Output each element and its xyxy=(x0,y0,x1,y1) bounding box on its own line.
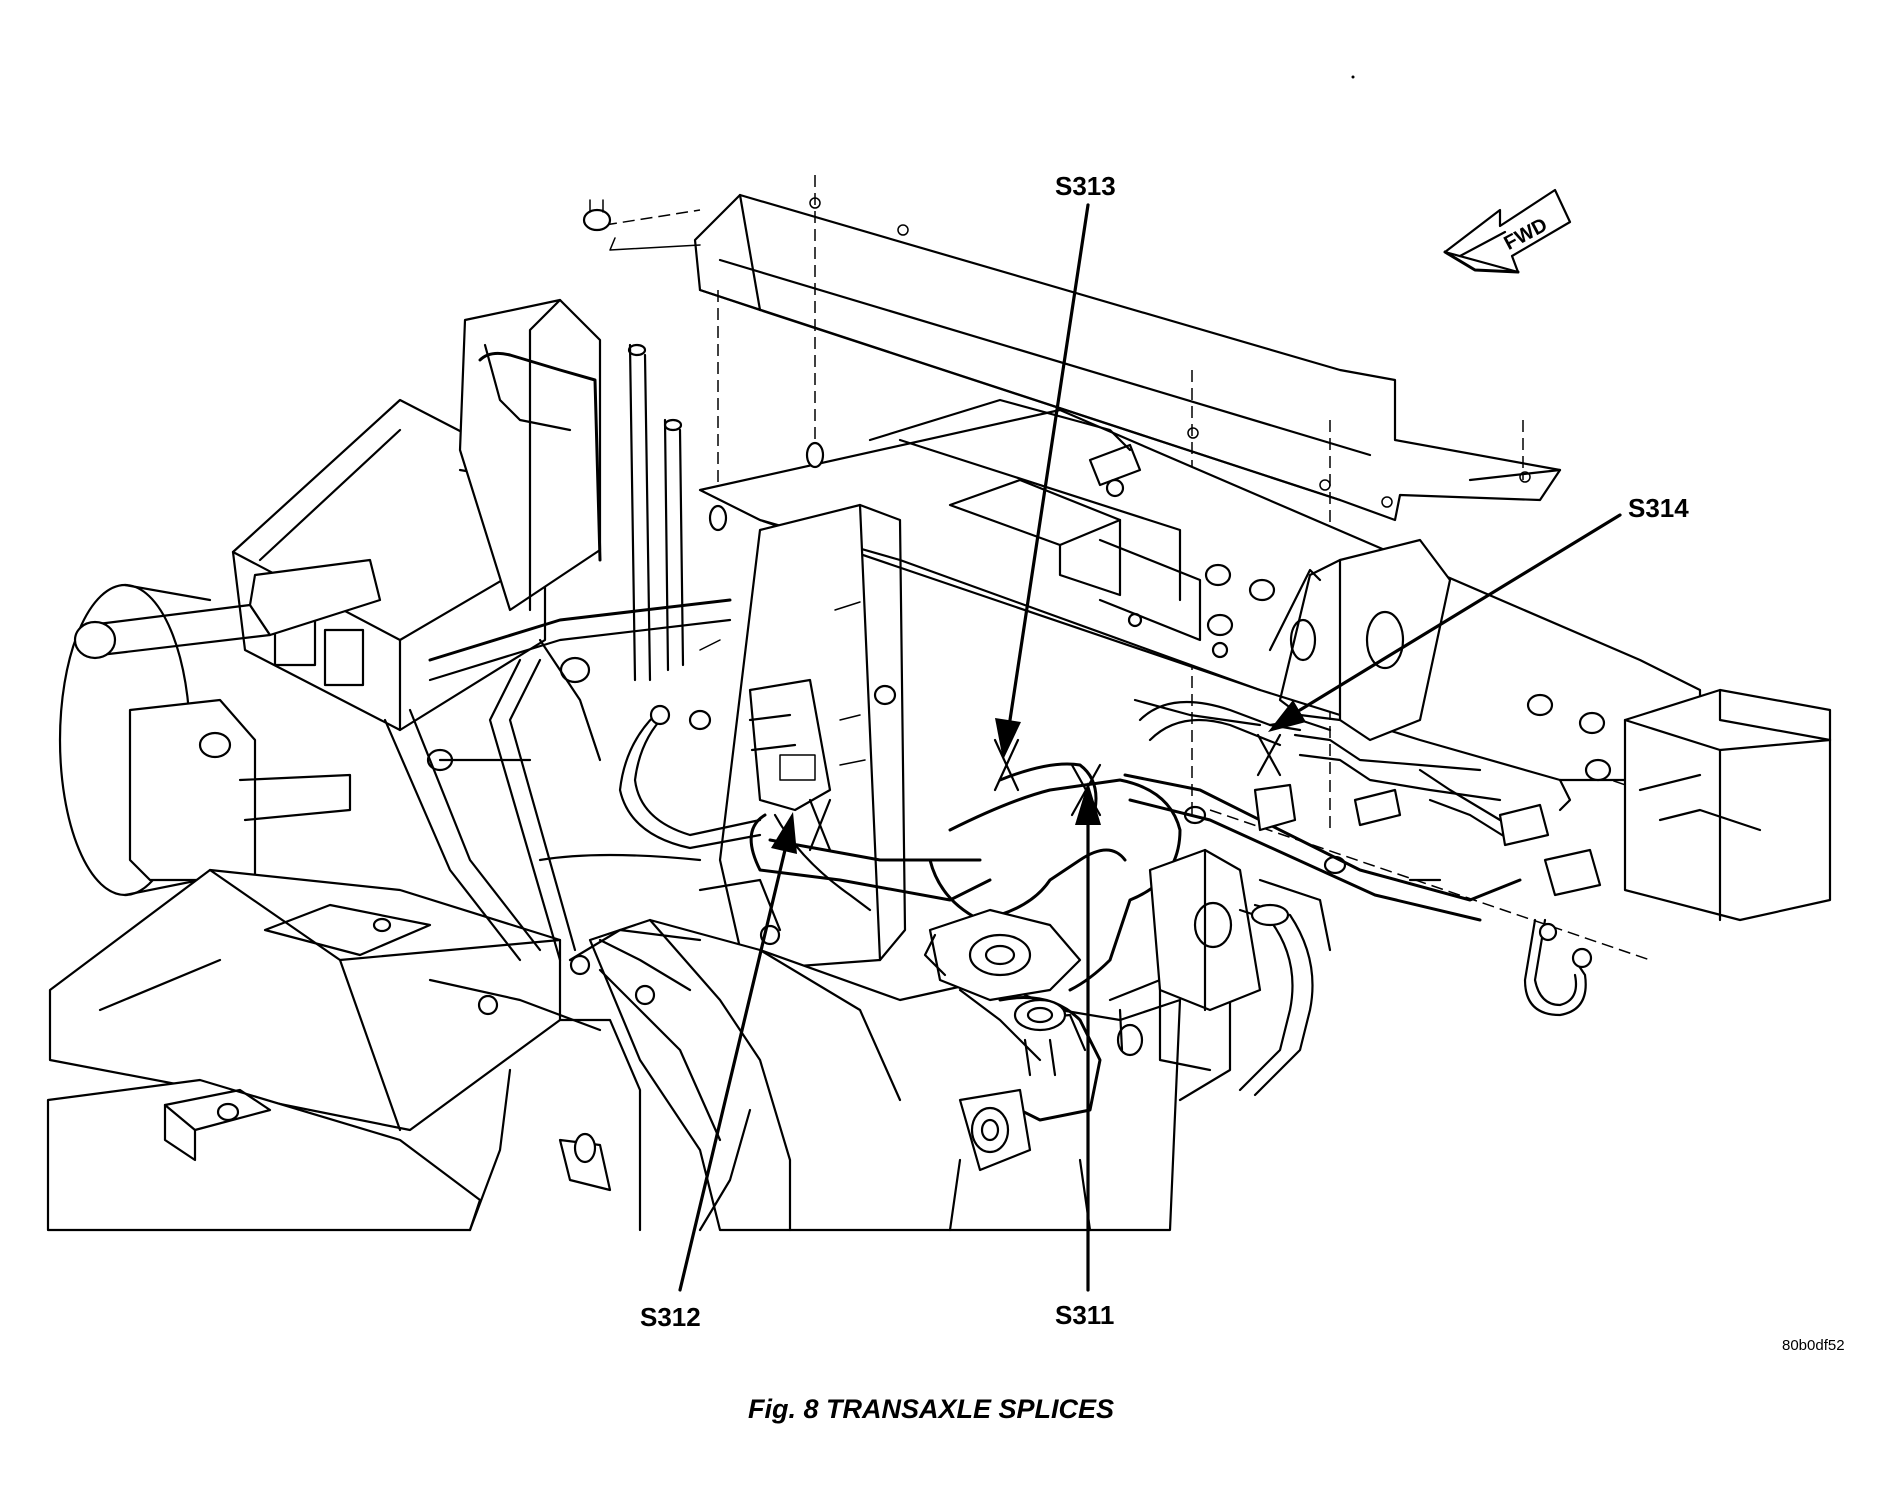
figure-caption: Fig. 8 TRANSAXLE SPLICES xyxy=(748,1394,1114,1424)
connector-block xyxy=(688,678,897,812)
upper-left-tower xyxy=(458,298,685,682)
splice-marker-s312 xyxy=(808,798,832,852)
struts xyxy=(383,598,732,962)
top-nut xyxy=(582,199,701,251)
left-transaxle-housing xyxy=(46,1018,642,1232)
right-box-bracket xyxy=(1623,688,1832,922)
wiring-harness xyxy=(618,698,1602,1017)
callout-leaders xyxy=(678,203,1622,1292)
transaxle-mount-right xyxy=(1148,848,1332,1097)
left-mount xyxy=(58,558,382,897)
callout-label-s314: S314 xyxy=(1628,493,1689,523)
callout-label-s313: S313 xyxy=(1055,171,1116,201)
upper-crossmember xyxy=(693,193,1562,522)
bolt-heads xyxy=(708,441,1612,812)
splice-marker-s314 xyxy=(1256,733,1282,777)
callout-label-s311: S311 xyxy=(1055,1300,1114,1330)
forward-direction-arrow: FWD xyxy=(1443,188,1572,274)
reference-code: 80b0df52 xyxy=(1782,1337,1845,1354)
callout-labels: S313 S314 S312 S311 xyxy=(640,171,1689,1332)
splice-marker-s313 xyxy=(993,738,1020,792)
center-left-rails xyxy=(428,853,782,1032)
callout-label-s312: S312 xyxy=(640,1302,701,1332)
transaxle-body xyxy=(588,878,1242,1232)
speck xyxy=(1351,75,1355,79)
